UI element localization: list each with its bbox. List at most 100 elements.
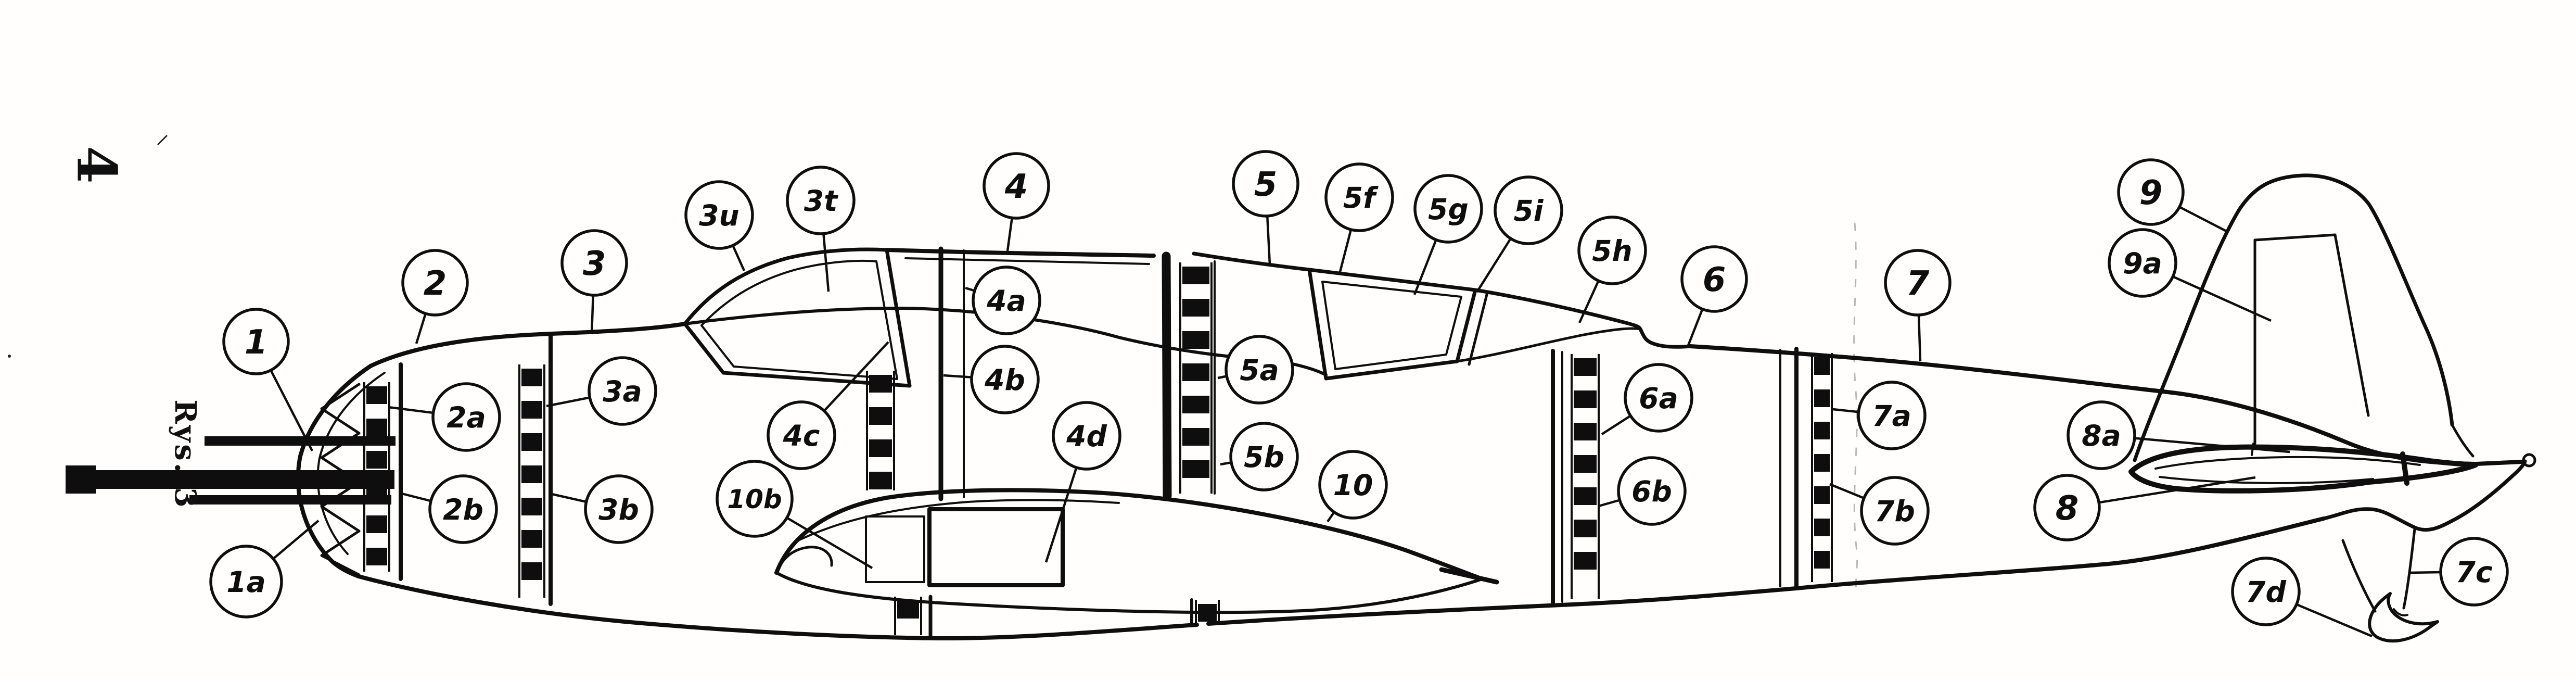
callout-3u: 3u [684, 180, 754, 271]
glazing-rear-strip [1468, 291, 1489, 366]
balloon-circle [983, 152, 1050, 220]
callout-10b: 10b [716, 460, 873, 569]
balloon-circle [1577, 216, 1647, 285]
ladder-rivet-block [869, 472, 892, 489]
balloon-label: 1a [226, 565, 265, 599]
balloon-circle [428, 474, 498, 544]
callout-7c: 7c [2408, 537, 2509, 607]
windshield-arc [683, 247, 889, 326]
wing-panel [865, 515, 925, 583]
callout-5f: 5f [1324, 162, 1394, 274]
ladder-rivet-block [521, 369, 542, 386]
skid-strut-rear [2402, 527, 2416, 610]
deck-line [368, 322, 687, 368]
ladder-rivet-block [1182, 428, 1209, 446]
windshield [683, 247, 912, 388]
callout-5: 5 [1232, 150, 1299, 265]
ladder-rivet-block [869, 439, 892, 457]
balloon-label: 4c [783, 419, 820, 452]
balloon-circle [1884, 249, 1952, 317]
balloon-label: 7 [1906, 264, 1930, 303]
balloon-label: 8a [2082, 419, 2121, 452]
ladder-rivet-block [521, 562, 542, 580]
callout-4d: 4d [1044, 401, 1121, 563]
balloon-circle [970, 345, 1040, 414]
ladder-rivet-block [1814, 357, 1830, 375]
windshield-rear-frame [885, 248, 912, 388]
balloon-label: 8 [2056, 489, 2079, 528]
callout-7d: 7d [2231, 557, 2373, 638]
wing-lower-edge [775, 571, 1484, 614]
ladder-rivet-block [1574, 390, 1597, 408]
balloon-label: 2a [447, 401, 486, 434]
nose-cap-inner [316, 372, 386, 555]
callout-2a: 2a [388, 382, 501, 452]
balloon-label: 5a [1240, 354, 1279, 387]
callout-7a: 7a [1832, 381, 1927, 450]
scan-artifacts [8, 134, 1858, 594]
balloon-circle [2231, 557, 2301, 626]
ladder-rivet-block [1574, 455, 1597, 473]
balloon-circle [401, 249, 469, 317]
machine-gun-barrel-upper [205, 436, 396, 446]
balloon-circle [1857, 381, 1927, 450]
ladder-rivet-block [366, 386, 387, 404]
wing-hatch [927, 507, 1065, 587]
callout-1: 1 [222, 308, 314, 452]
stabilizer-outline [2128, 444, 2478, 494]
ink-tick [157, 134, 168, 146]
ladder-rivet-block [1182, 363, 1209, 381]
ladder-rivet-block [869, 375, 892, 393]
ink-speck [8, 355, 11, 358]
wing-top-edge [774, 488, 1484, 581]
frame-4-bar [1162, 251, 1172, 500]
balloon-label: 3a [603, 375, 642, 408]
balloon-circle [222, 308, 290, 375]
balloon-label: 5i [1513, 194, 1544, 228]
callout-9: 9 [2117, 158, 2229, 233]
ladder-rivet-block [366, 451, 387, 469]
fold-crease [1853, 222, 1858, 594]
vertical-fin [2133, 173, 2475, 462]
ladder-rivet-block [1814, 519, 1830, 536]
ladder-rivet-block [366, 419, 387, 436]
callout-7b: 7b [1829, 476, 1930, 546]
callout-5b: 5b [1220, 422, 1299, 491]
skid-curl [2393, 608, 2408, 616]
callout-3t: 3t [786, 166, 856, 292]
ladder-rivet-block [521, 498, 542, 515]
callout-5a: 5a [1217, 335, 1294, 405]
balloon-circle [972, 266, 1041, 335]
balloon-circle [1413, 174, 1483, 244]
ladder-rivet-block [1814, 551, 1830, 569]
balloon-circle [209, 545, 283, 619]
ladder-rivet-block [1574, 487, 1597, 505]
rudder-top-edge [2253, 233, 2337, 242]
balloon-label: 7a [1872, 399, 1911, 433]
fin-outline [2133, 173, 2454, 462]
callout-10: 10 [1318, 450, 1388, 523]
machine-gun-barrel-lower [189, 495, 391, 505]
balloon-label: 2b [443, 493, 483, 526]
balloon-circle [684, 180, 754, 250]
callout-8a: 8a [2067, 400, 2290, 470]
ladder-rivet-block [1574, 423, 1597, 440]
belly-line-aft [1794, 516, 2326, 590]
callout-3b: 3b [549, 474, 654, 544]
balloon-circle [2067, 400, 2136, 470]
windshield-front-lower-frame [683, 322, 725, 375]
callout-5h: 5h [1577, 216, 1647, 323]
balloon-circle [431, 382, 501, 452]
balloon-circle [2033, 474, 2101, 541]
ladder-rivet-block [521, 530, 542, 548]
ladder-rivet-block [869, 407, 892, 425]
balloon-circle [716, 460, 794, 538]
ladder-rivet-block [1574, 552, 1597, 570]
callout-4b: 4b [943, 345, 1040, 414]
callout-5g: 5g [1413, 174, 1483, 295]
tail-light [2522, 453, 2536, 468]
balloon-circle [786, 166, 856, 235]
